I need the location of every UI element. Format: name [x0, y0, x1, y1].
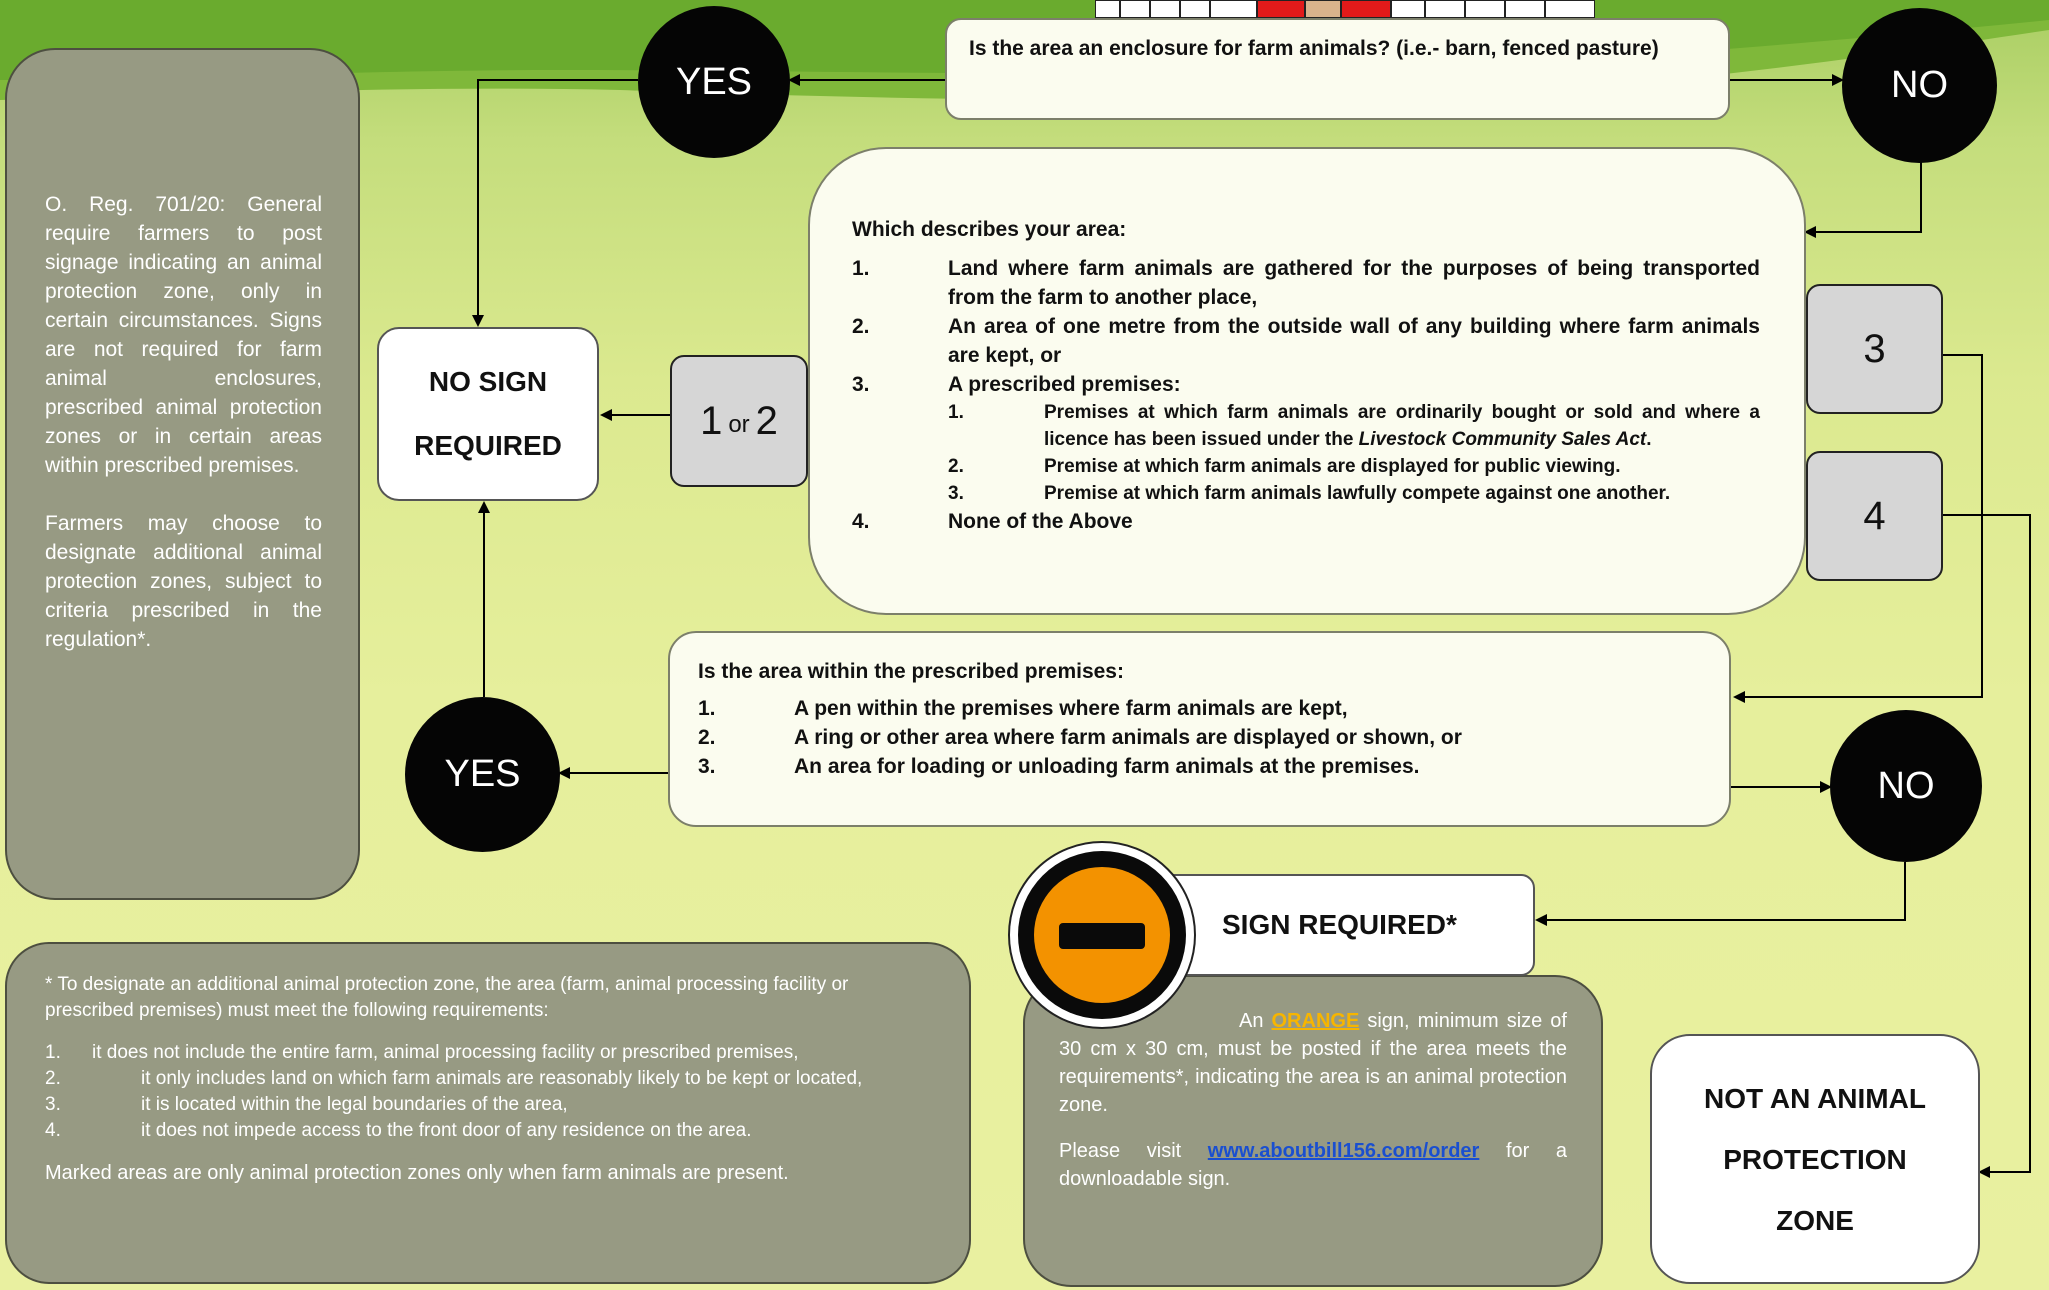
orange-sign-icon: [1008, 841, 1196, 1029]
yes-circle-bottom: YES: [405, 697, 560, 852]
list-item: 2. Premise at which farm animals are dis…: [948, 456, 1621, 477]
question-enclosure-text: Is the area an enclosure for farm animal…: [969, 37, 1659, 60]
question-enclosure: Is the area an enclosure for farm animal…: [945, 18, 1730, 120]
list-item: 3.it is located within the legal boundar…: [45, 1094, 568, 1115]
choice-4: 4: [1806, 451, 1943, 581]
no-sign-line-2: REQUIRED: [414, 430, 562, 461]
list-item: 2.A ring or other area where farm animal…: [698, 726, 1462, 749]
list-item: 1.it does not include the entire farm, a…: [45, 1042, 799, 1063]
no-sign-line-1: NO SIGN: [428, 366, 548, 397]
not-zone-line-1: NOT AN ANIMAL: [1704, 1082, 1926, 1114]
list-item: 3. A prescribed premises:: [852, 373, 1181, 396]
regulation-paragraph-1: O. Reg. 701/20: General require farmers …: [45, 193, 322, 477]
prescribed-premises-sublist: 1. Premises at which farm animals are or…: [948, 399, 1760, 507]
regulation-paragraph-2: Farmers may choose to designate addition…: [45, 512, 322, 651]
not-zone-line-2: PROTECTION: [1723, 1143, 1907, 1175]
no-circle-top: NO: [1842, 8, 1997, 163]
list-item: 1.A pen within the premises where farm a…: [698, 697, 1348, 720]
orange-word: ORANGE: [1271, 1010, 1360, 1032]
no-circle-bottom: NO: [1830, 710, 1982, 862]
not-zone-line-3: ZONE: [1776, 1204, 1854, 1236]
footnote-requirements-panel: * To designate an additional animal prot…: [5, 942, 971, 1284]
prescribed-premises-heading: Is the area within the prescribed premis…: [698, 660, 1124, 683]
order-link[interactable]: www.aboutbill156.com/order: [1207, 1140, 1480, 1162]
list-item: 2. An area of one metre from the outside…: [852, 315, 1760, 367]
list-item: 1. Land where farm animals are gathered …: [852, 257, 1760, 309]
regulation-info-panel: O. Reg. 701/20: General require farmers …: [5, 48, 360, 900]
list-item: 4. None of the Above: [852, 510, 1133, 533]
area-description-list: 1. Land where farm animals are gathered …: [852, 254, 1760, 399]
sign-visit-text: Please visit www.aboutbill156.com/order …: [1059, 1140, 1567, 1190]
footnote-list: 1.it does not include the entire farm, a…: [45, 1040, 933, 1144]
choice-3: 3: [1806, 284, 1943, 414]
list-item: 4.it does not impede access to the front…: [45, 1120, 752, 1141]
sign-info-text: An ORANGE sign, minimum size of 30 cm x …: [1059, 1010, 1567, 1116]
area-description-heading: Which describes your area:: [852, 218, 1127, 241]
question-area-description: Which describes your area: 1. Land where…: [808, 147, 1806, 615]
list-item: 1. Premises at which farm animals are or…: [948, 402, 1760, 450]
list-item: 3.An area for loading or unloading farm …: [698, 755, 1420, 778]
footnote-intro: * To designate an additional animal prot…: [45, 974, 849, 1021]
no-sign-required-box: NO SIGN REQUIRED: [377, 327, 599, 501]
list-item: 3. Premise at which farm animals lawfull…: [948, 483, 1671, 504]
footnote-closing: Marked areas are only animal protection …: [45, 1162, 789, 1184]
sign-required-box: SIGN REQUIRED*: [1150, 874, 1535, 976]
yes-circle-top: YES: [638, 6, 790, 158]
prescribed-premises-list: 1.A pen within the premises where farm a…: [698, 694, 1695, 781]
barn-icon: [1095, 0, 1595, 18]
list-item: 2.it only includes land on which farm an…: [45, 1068, 863, 1089]
area-description-list-end: 4. None of the Above: [852, 507, 1760, 536]
question-prescribed-premises: Is the area within the prescribed premis…: [668, 631, 1731, 827]
sign-required-label: SIGN REQUIRED*: [1222, 909, 1457, 940]
not-animal-protection-zone-box: NOT AN ANIMAL PROTECTION ZONE: [1650, 1034, 1980, 1284]
